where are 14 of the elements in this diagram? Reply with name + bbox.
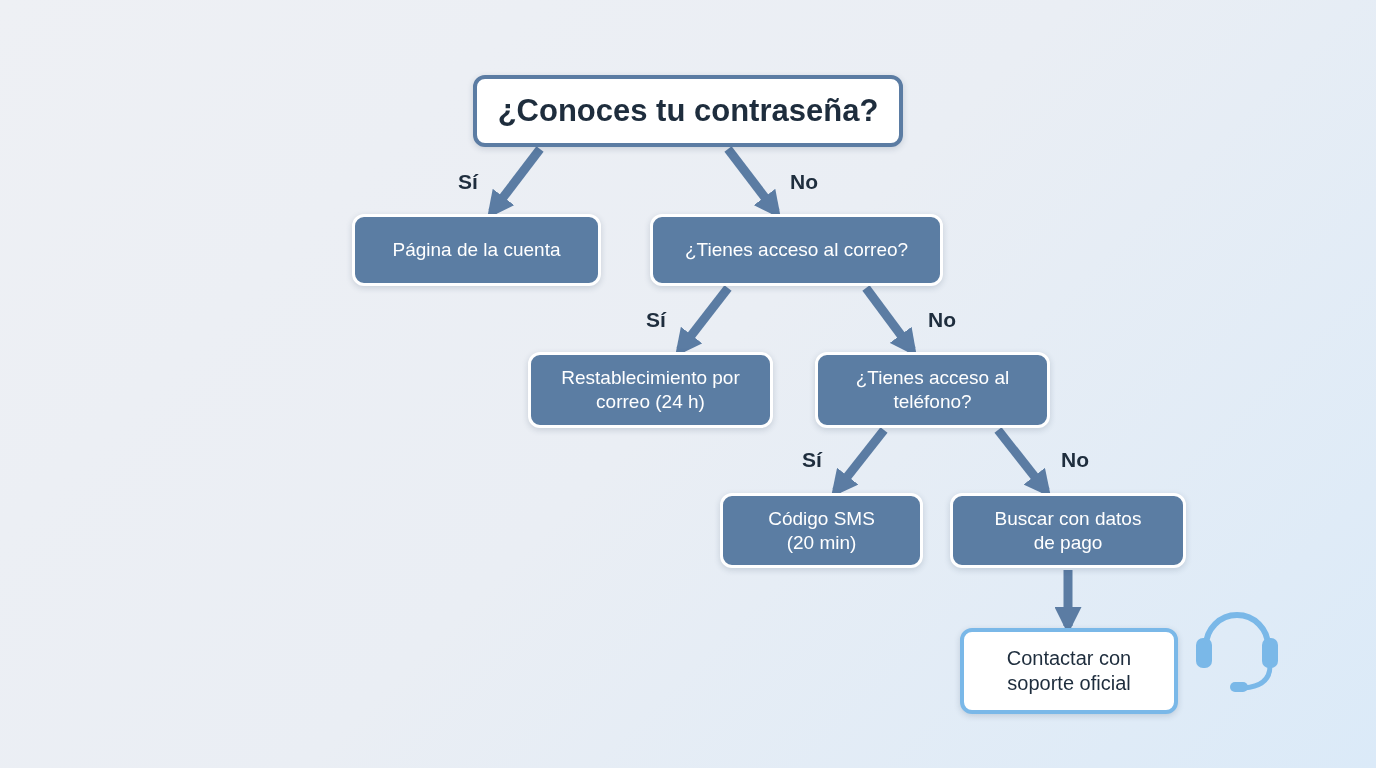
process-box: ¿Tienes acceso al teléfono? bbox=[815, 352, 1050, 428]
support-box: Contactar con soporte oficial bbox=[960, 628, 1178, 714]
edge-label: No bbox=[790, 170, 818, 194]
process-box: Restablecimiento por correo (24 h) bbox=[528, 352, 773, 428]
question-box: ¿Conoces tu contraseña? bbox=[473, 75, 903, 147]
process-box: Buscar con datos de pago bbox=[950, 493, 1186, 568]
process-box: ¿Tienes acceso al correo? bbox=[650, 214, 943, 286]
edge-label: No bbox=[1061, 448, 1089, 472]
edge-label: Sí bbox=[458, 170, 478, 194]
process-box: Código SMS (20 min) bbox=[720, 493, 923, 568]
edge-label: Sí bbox=[802, 448, 822, 472]
edge-label: Sí bbox=[646, 308, 666, 332]
edge-label: No bbox=[928, 308, 956, 332]
process-box: Página de la cuenta bbox=[352, 214, 601, 286]
